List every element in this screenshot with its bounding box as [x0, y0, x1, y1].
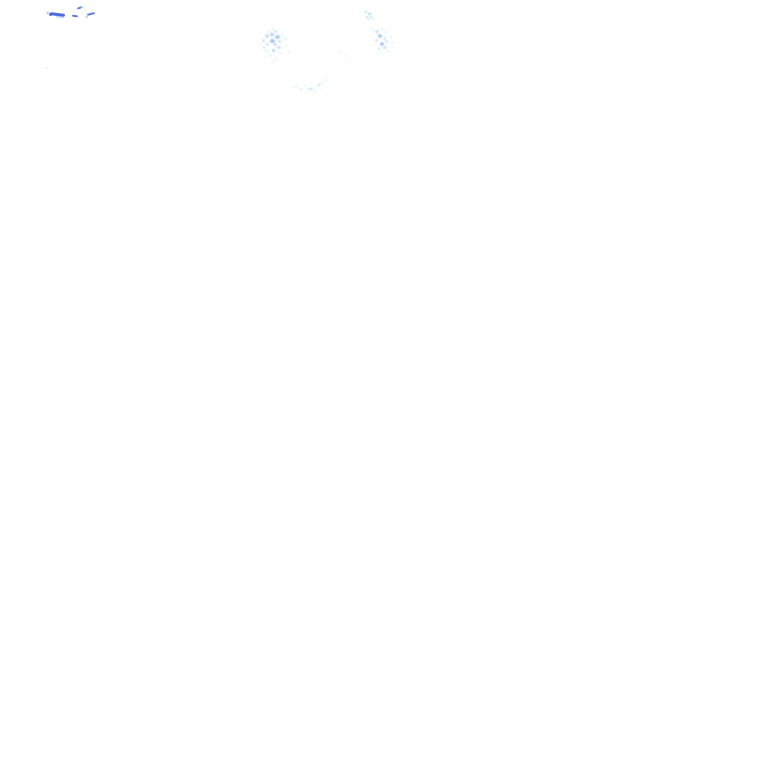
splotch-dot — [270, 32, 274, 36]
splotch-dot — [374, 38, 378, 42]
sparkle-fragment — [367, 18, 370, 21]
sparkle-fragment — [365, 10, 368, 13]
splotch-dot — [268, 30, 271, 33]
ink-stroke-fragment — [45, 11, 50, 15]
splotch-dot — [386, 27, 388, 29]
splotch-dot — [377, 47, 381, 50]
splotch-dot — [339, 49, 342, 52]
splotch-dot — [380, 52, 383, 55]
splotch-dot — [390, 46, 393, 49]
splotch-dot — [384, 30, 387, 33]
splotch-dot — [271, 48, 275, 52]
ink-stroke-fragment — [84, 15, 88, 18]
splotch-dot — [382, 36, 386, 40]
sparkle-fragment — [371, 18, 374, 20]
splotch-dot — [275, 35, 280, 39]
splotch-dot — [271, 28, 274, 30]
ink-stroke-fragment — [48, 12, 52, 16]
splotch-dot — [379, 41, 384, 46]
splotch-dot — [390, 41, 394, 44]
splotch-dot — [372, 43, 375, 46]
splotch-dash — [304, 90, 308, 93]
splotch-dash — [298, 87, 303, 90]
splotch-dash — [320, 81, 324, 84]
splotch-dot — [278, 39, 281, 43]
splotch-dash — [324, 77, 329, 82]
splotch-dot — [266, 49, 269, 52]
sparkle-fragment — [369, 15, 372, 18]
splotch-dot — [263, 56, 265, 58]
splotch-dot — [274, 30, 277, 33]
splotch-dot — [262, 39, 265, 42]
splotch-dot — [265, 34, 269, 38]
splotch-dot — [281, 33, 284, 36]
stray-speck — [46, 66, 48, 69]
ink-stroke-fragment — [79, 5, 84, 9]
splotch-dot — [383, 45, 387, 49]
splotch-dot — [388, 35, 392, 38]
sparkle-fragment — [372, 6, 375, 9]
ink-stroke-fragment — [49, 12, 65, 17]
splotch-dot — [262, 46, 265, 49]
splotch-dot — [341, 46, 344, 48]
splotch-dot — [376, 55, 378, 57]
splotch-dot — [270, 38, 275, 43]
splotch-dot — [386, 49, 389, 52]
splotch-dot — [288, 50, 291, 53]
splotch-dot — [279, 51, 282, 54]
ink-stroke-fragment — [86, 12, 95, 17]
splotch-dot — [275, 57, 278, 60]
splotch-dot — [385, 39, 388, 43]
splotch-dot — [273, 42, 277, 46]
splotch-dash — [316, 83, 321, 87]
splotch-dot — [375, 30, 379, 33]
splotch-dash — [312, 89, 317, 92]
splotch-dot — [266, 43, 269, 46]
splotch-dash — [292, 85, 299, 88]
splotch-dash — [310, 92, 314, 95]
splotch-dot — [377, 34, 382, 38]
ink-stroke-fragment — [76, 6, 82, 10]
splotch-dot — [369, 33, 372, 36]
ink-stroke-fragment — [55, 15, 65, 19]
splotch-dot — [285, 44, 288, 47]
splotch-dot — [343, 53, 346, 56]
splotch-dash — [296, 83, 299, 86]
splotch-dot — [269, 54, 272, 57]
splotch-dot — [346, 57, 349, 60]
splotch-dot — [371, 27, 374, 30]
splotch-dash — [307, 87, 313, 90]
sparkle-fragment — [359, 13, 362, 16]
splotch-dot — [260, 31, 262, 33]
splotch-dash — [319, 87, 323, 90]
splotch-dot — [380, 27, 383, 30]
splotch-dot — [277, 46, 281, 49]
splotch-dot — [272, 60, 275, 62]
sparkle-fragment — [365, 15, 369, 19]
splotch-dot — [259, 43, 262, 45]
sparkle-fragment — [367, 12, 371, 16]
splotch-dot — [284, 37, 287, 40]
splotch-dash — [303, 85, 307, 87]
ink-stroke-fragment — [71, 14, 78, 18]
